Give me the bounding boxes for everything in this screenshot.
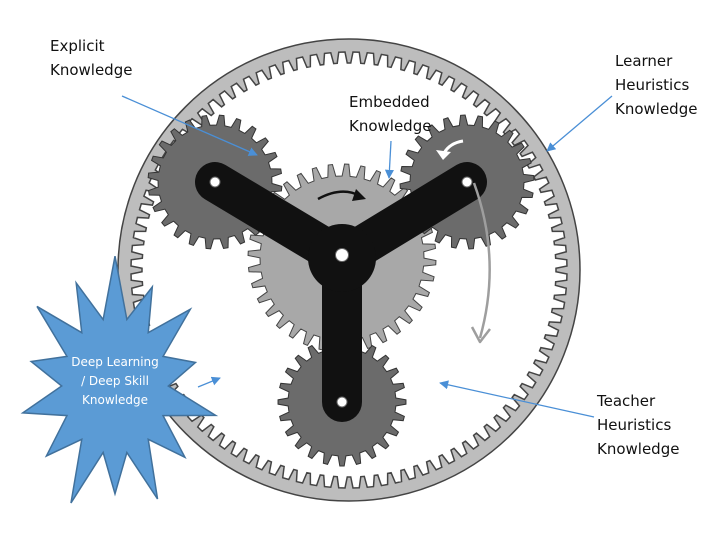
embedded-line-2: Knowledge (349, 117, 432, 135)
learner-arrow (546, 95, 613, 152)
callout-arrows (121, 95, 613, 418)
embedded-line-1: Embedded (349, 93, 430, 111)
teacher-heuristics-label: Teacher Heuristics Knowledge (597, 389, 679, 461)
carrier-pin-right (461, 176, 473, 188)
teacher-line-1: Teacher (597, 392, 656, 410)
teacher-arrow (439, 380, 595, 418)
deep-learning-label: Deep Learning / Deep Skill Knowledge (56, 353, 174, 410)
explicit-line-1: Explicit (50, 37, 105, 55)
deep-arrow (197, 376, 221, 388)
carrier-pin-left (209, 176, 221, 188)
explicit-line-2: Knowledge (50, 61, 133, 79)
planet-rotation-arrow (436, 139, 464, 160)
deep-line-3: Knowledge (82, 393, 148, 407)
explicit-arrow (121, 95, 258, 156)
teacher-line-3: Knowledge (597, 440, 680, 458)
teacher-line-2: Heuristics (597, 416, 672, 434)
explicit-knowledge-label: Explicit Knowledge (50, 34, 132, 82)
carrier-pin-center (335, 248, 349, 262)
learner-line-3: Knowledge (615, 100, 698, 118)
learner-heuristics-label: Learner Heuristics Knowledge (615, 49, 697, 121)
deep-line-2: / Deep Skill (81, 374, 149, 388)
embedded-knowledge-label: Embedded Knowledge (349, 90, 431, 138)
sun-rotation-arrow (317, 189, 366, 201)
carrier-arm (195, 162, 487, 422)
embedded-arrow (384, 140, 394, 179)
carrier-pin-bottom (336, 396, 348, 408)
carrier-rotation-arrow (470, 182, 491, 344)
learner-line-2: Heuristics (615, 76, 690, 94)
learner-line-1: Learner (615, 52, 673, 70)
deep-learning-starburst (20, 256, 219, 504)
deep-line-1: Deep Learning (71, 355, 159, 369)
